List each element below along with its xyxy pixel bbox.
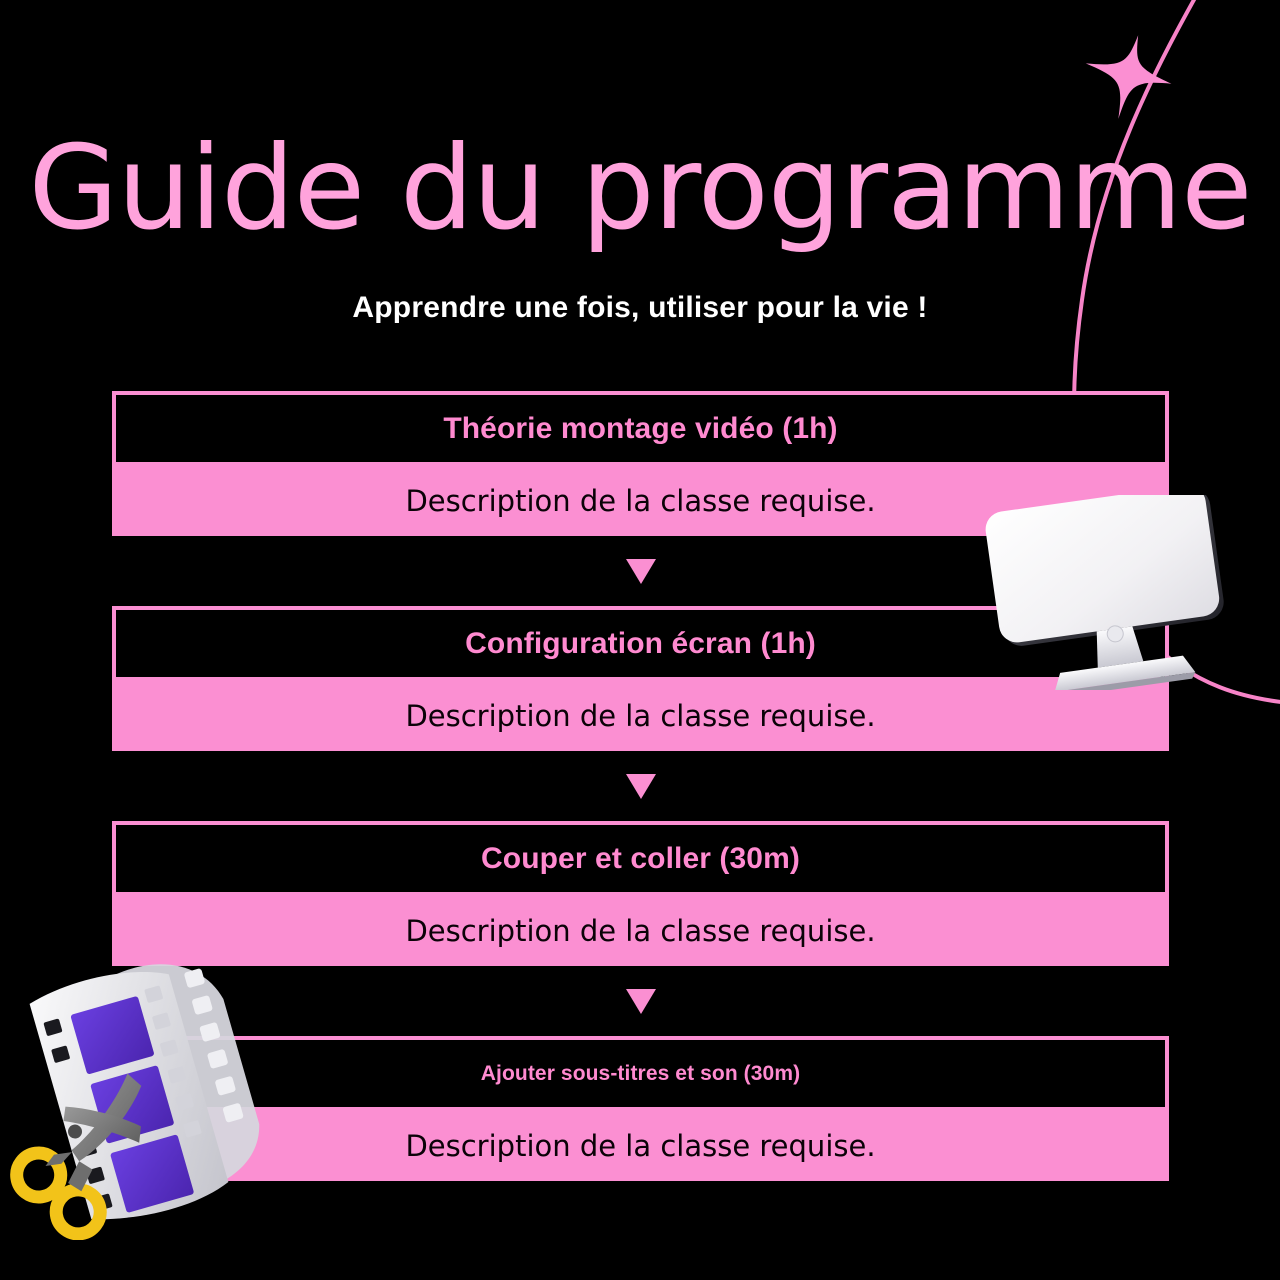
flow-step-3-title: Couper et coller (30m): [481, 841, 800, 875]
flow-step-3-description: Description de la classe requise.: [405, 914, 876, 948]
page-title: Guide du programme: [28, 121, 1252, 256]
flow-step-2: Configuration écran (1h) Description de …: [112, 606, 1169, 751]
flow-arrow-1: [112, 536, 1169, 606]
flow-step-3: Couper et coller (30m) Description de la…: [112, 821, 1169, 966]
chevron-down-icon: [625, 773, 656, 799]
flow-arrow-3: [112, 966, 1169, 1036]
poster-header: Guide du programme Apprendre une fois, u…: [0, 0, 1280, 325]
program-flow-list: Théorie montage vidéo (1h) Description d…: [112, 391, 1169, 1181]
flow-step-1-description: Description de la classe requise.: [405, 484, 876, 518]
flow-step-2-description: Description de la classe requise.: [405, 699, 876, 733]
flow-step-3-header: Couper et coller (30m): [112, 821, 1169, 896]
flow-step-1-description-band: Description de la classe requise.: [112, 466, 1169, 536]
flow-step-4-title: Ajouter sous-titres et son (30m): [480, 1061, 801, 1085]
flow-step-3-description-band: Description de la classe requise.: [112, 896, 1169, 966]
page-subtitle: Apprendre une fois, utiliser pour la vie…: [352, 291, 928, 324]
flow-step-2-description-band: Description de la classe requise.: [112, 681, 1169, 751]
flow-step-1: Théorie montage vidéo (1h) Description d…: [112, 391, 1169, 536]
flow-step-2-header: Configuration écran (1h): [112, 606, 1169, 681]
flow-step-1-title: Théorie montage vidéo (1h): [443, 411, 838, 445]
flow-step-4: Ajouter sous-titres et son (30m) Descrip…: [112, 1036, 1169, 1181]
flow-step-1-header: Théorie montage vidéo (1h): [112, 391, 1169, 466]
flow-step-4-header: Ajouter sous-titres et son (30m): [112, 1036, 1169, 1111]
flow-step-4-description-band: Description de la classe requise.: [112, 1111, 1169, 1181]
flow-arrow-2: [112, 751, 1169, 821]
flow-step-2-title: Configuration écran (1h): [465, 626, 816, 660]
chevron-down-icon: [625, 988, 656, 1014]
chevron-down-icon: [625, 558, 656, 584]
flow-step-4-description: Description de la classe requise.: [405, 1129, 876, 1163]
